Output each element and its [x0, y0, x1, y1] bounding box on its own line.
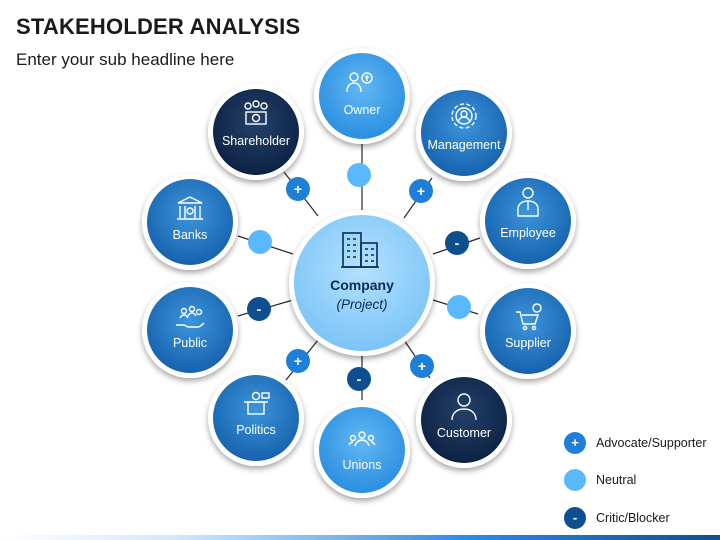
status-badge-unions: -	[347, 367, 371, 391]
unions-group-icon	[348, 431, 376, 447]
legend-dot-critic: -	[564, 506, 586, 529]
politics-podium-icon	[244, 391, 270, 415]
management-label: Management	[428, 138, 501, 152]
legend-item-advocate: + Advocate/Supporter	[564, 424, 707, 462]
status-badge-politics: +	[286, 349, 310, 373]
public-label: Public	[173, 336, 207, 350]
stakeholder-employee[interactable]: Employee	[480, 173, 576, 269]
status-badge-shareholder: +	[286, 177, 310, 201]
stakeholder-unions[interactable]: Unions	[314, 402, 410, 498]
stakeholder-public[interactable]: Public	[142, 282, 238, 378]
bank-building-icon	[177, 196, 203, 220]
owner-label: Owner	[344, 103, 381, 117]
center-label: Company	[330, 277, 394, 293]
supplier-cart-icon	[516, 303, 542, 331]
shareholder-label: Shareholder	[222, 134, 290, 148]
center-sublabel: (Project)	[336, 297, 387, 312]
shareholder-coins-icon	[244, 100, 268, 125]
status-badge-public: -	[247, 297, 271, 321]
stakeholder-management[interactable]: Management	[416, 85, 512, 181]
stakeholder-supplier[interactable]: Supplier	[480, 283, 576, 379]
politics-label: Politics	[236, 423, 276, 437]
legend-item-critic: - Critic/Blocker	[564, 499, 707, 537]
stakeholder-customer[interactable]: Customer	[416, 372, 512, 468]
legend-label-critic: Critic/Blocker	[596, 510, 670, 525]
status-badge-owner	[347, 163, 371, 187]
svg-text:+: +	[418, 358, 426, 374]
svg-text:-: -	[455, 235, 460, 251]
svg-text:-: -	[357, 371, 362, 387]
page-title: STAKEHOLDER ANALYSIS	[16, 14, 301, 39]
status-badge-management: +	[409, 179, 433, 203]
bottom-accent-bar	[0, 535, 720, 540]
status-badge-customer: +	[410, 354, 434, 378]
svg-text:+: +	[294, 181, 302, 197]
legend-label-neutral: Neutral	[596, 473, 637, 488]
legend-dot-advocate: +	[564, 431, 586, 454]
management-gear-icon	[451, 103, 477, 129]
supplier-label: Supplier	[505, 336, 551, 350]
svg-text:+: +	[417, 183, 425, 199]
legend-dot-neutral	[564, 469, 586, 492]
status-badge-supplier	[447, 295, 471, 319]
status-badge-employee: -	[445, 231, 469, 255]
stakeholder-shareholder[interactable]: Shareholder	[208, 84, 304, 180]
banks-label: Banks	[173, 228, 208, 242]
employee-person-icon	[517, 187, 539, 217]
employee-label: Employee	[500, 226, 556, 240]
page-subtitle: Enter your sub headline here	[16, 50, 235, 69]
public-hand-people-icon	[176, 305, 205, 328]
stakeholder-banks[interactable]: Banks	[142, 174, 238, 270]
legend-item-neutral: Neutral	[564, 462, 707, 500]
svg-text:-: -	[257, 301, 262, 317]
svg-text:+: +	[294, 353, 302, 369]
center-node: Company (Project)	[289, 210, 435, 356]
status-badge-banks	[248, 230, 272, 254]
company-buildings-icon	[341, 232, 379, 268]
owner-money-icon	[346, 72, 373, 93]
unions-label: Unions	[343, 458, 382, 472]
stakeholder-politics[interactable]: Politics	[208, 370, 304, 466]
stakeholder-owner[interactable]: Owner	[314, 48, 410, 144]
customer-person-icon	[451, 393, 477, 421]
legend: + Advocate/Supporter Neutral - Critic/Bl…	[564, 424, 707, 537]
legend-label-advocate: Advocate/Supporter	[596, 435, 707, 450]
customer-label: Customer	[437, 426, 491, 440]
